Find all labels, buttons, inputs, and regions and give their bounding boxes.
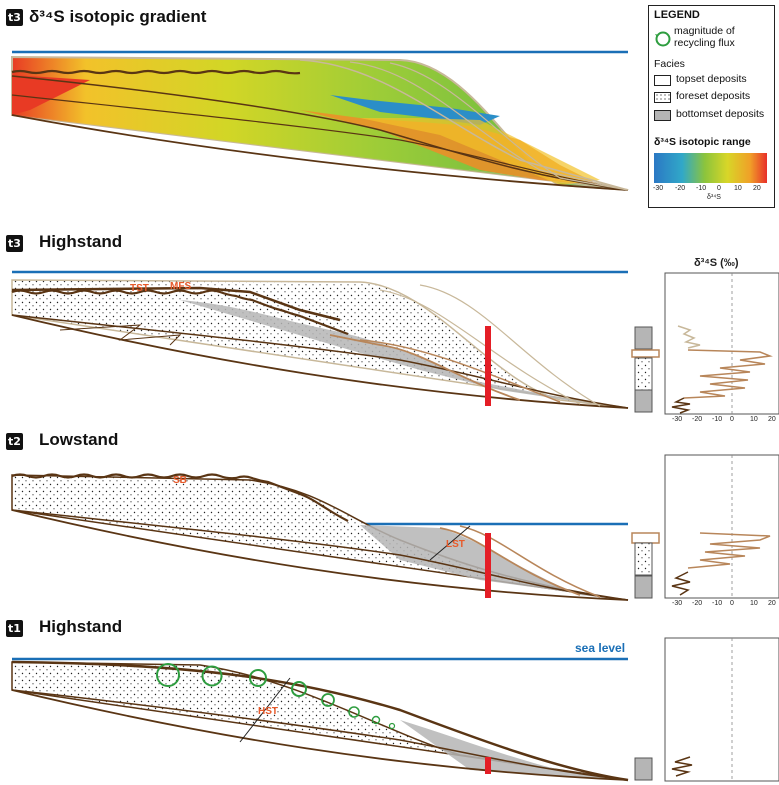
panel-title-t3: Highstand [39,232,123,251]
recycling-icon [655,31,671,47]
tick-label: -20 [692,416,703,423]
range-tick: -20 [675,185,686,192]
recycling-flux-marker [291,681,307,697]
label-tst: TST [130,283,149,294]
core-foreset [634,542,653,576]
core-bottomset [634,326,653,350]
isotope-series-bottomset [671,397,691,414]
tick-label: 10 [750,600,758,607]
panel-title-t2: Lowstand [39,430,119,449]
recycling-flux-marker [388,722,396,730]
isotope-series-foreset [683,349,773,399]
core-bottomset [634,575,653,599]
isotope-series-foreset [687,532,771,569]
gradient-panel [11,50,629,191]
legend-recycling-line1: magnitude of [674,25,735,37]
label-hst: HST [258,706,278,717]
legend-range-title: δ³⁴S isotopic range [654,136,751,148]
recycling-flux-marker [156,663,180,687]
swatch-foreset [654,92,671,103]
core-bottomset [634,757,653,781]
range-tick: -30 [653,185,664,192]
tick-label: 20 [768,600,776,607]
legend-facies-bottomset: bottomset deposits [676,108,765,120]
core-columns [631,326,660,781]
tick-label: -10 [712,416,723,423]
swatch-bottomset [654,110,671,121]
label-sb: SB [173,475,187,486]
panel-badge-t3: t3 [6,235,23,252]
tick-label: -10 [712,600,723,607]
core-marker-red [485,326,491,406]
legend-title: LEGEND [654,9,700,21]
recycling-flux-marker [201,665,223,687]
recycling-flux-marker [371,715,381,725]
range-tick: 0 [717,185,721,192]
isotope-plot-t3 [664,272,779,415]
tick-label: 20 [768,416,776,423]
panel-title-gradient: δ³⁴S isotopic gradient [29,7,207,26]
label-lst: LST [446,539,465,550]
lowstand-t2-panel [11,473,629,601]
label-mfs: MFS [170,281,192,292]
isotope-plot-t2 [664,454,779,599]
tick-label: 10 [750,416,758,423]
recycling-flux-marker [348,706,360,718]
panel-badge-gradient: t3 [6,9,23,26]
recycling-flux-marker [321,693,335,707]
swatch-topset [654,75,671,86]
isotope-plot-header: δ³⁴S (‰) [694,257,739,269]
core-foreset [634,357,653,391]
isotope-colorbar [654,153,767,183]
core-marker-red [485,533,491,598]
highstand-t3-panel [11,270,629,409]
range-axis-label: δ³⁴S [707,194,721,201]
core-marker-red [485,757,491,774]
legend-facies-topset: topset deposits [676,73,747,85]
recycling-flux-marker [249,669,267,687]
legend-box: LEGEND magnitude of recycling flux Facie… [648,5,775,208]
legend-facies-title: Facies [654,58,685,70]
panel-badge-t2: t2 [6,433,23,450]
core-topset [631,349,660,358]
isotope-series-topset [677,325,701,349]
range-tick: -10 [696,185,707,192]
tick-label: -20 [692,600,703,607]
range-tick: 10 [734,185,742,192]
legend-facies-foreset: foreset deposits [676,90,751,102]
panel-title-t1: Highstand [39,617,123,636]
core-topset [631,532,660,544]
panel-badge-t1: t1 [6,620,23,637]
tick-label: 0 [730,600,734,607]
highstand-t1-panel [11,657,629,782]
isotope-series-bottomset [671,571,691,596]
legend-recycling-line2: recycling flux [674,37,735,49]
core-bottomset [634,389,653,413]
sea-level-label: sea level [575,641,626,655]
isotope-plot-t1 [664,637,779,782]
tick-label: -30 [672,416,683,423]
range-tick: 20 [753,185,761,192]
isotope-series-bottomset [671,756,693,777]
tick-label: -30 [672,600,683,607]
tick-label: 0 [730,416,734,423]
